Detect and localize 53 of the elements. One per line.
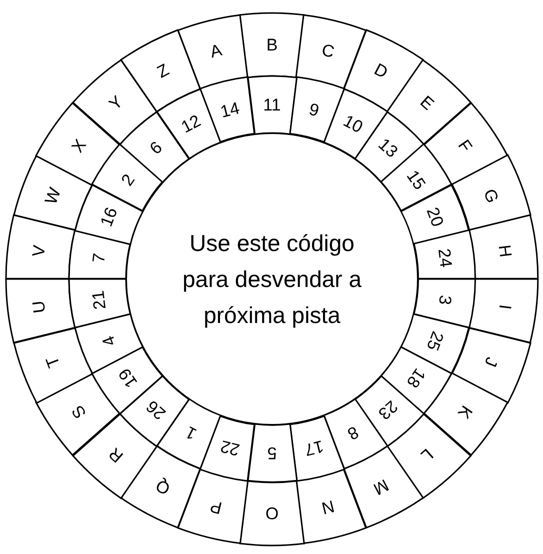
cipher-number: 8 [344, 424, 362, 444]
instruction-text: Use este código para desvendar a próxima pista [182, 229, 362, 330]
cipher-number: 7 [90, 252, 108, 264]
cipher-letter: N [320, 496, 336, 516]
cipher-number: 9 [307, 100, 320, 119]
cipher-letter: W [42, 185, 64, 206]
cipher-number: 18 [403, 366, 428, 391]
cipher-number: 12 [178, 112, 204, 136]
cipher-letter: A [208, 42, 224, 61]
cipher-letter: F [455, 136, 475, 155]
cipher-number: 11 [263, 96, 281, 113]
cipher-number: 3 [436, 294, 454, 306]
cipher-number: 1 [182, 424, 200, 444]
cipher-letter: L [418, 445, 437, 464]
cipher-number: 22 [219, 438, 242, 459]
cipher-number: 16 [98, 205, 120, 229]
cipher-number: 10 [340, 112, 366, 136]
cipher-letter: O [265, 504, 279, 522]
cipher-letter: E [418, 93, 438, 114]
cipher-letter: J [482, 355, 501, 370]
cipher-number: 15 [403, 167, 428, 192]
cipher-letter: I [496, 304, 514, 311]
cipher-number: 23 [374, 396, 400, 422]
cipher-number: 4 [99, 333, 118, 348]
cipher-letter: X [68, 136, 90, 156]
cipher-letter: Q [153, 476, 173, 498]
cipher-number: 19 [116, 366, 141, 391]
cipher-letter: S [68, 402, 90, 422]
cipher-letter: R [106, 444, 127, 465]
cipher-letter: P [208, 497, 224, 516]
cipher-number: 25 [424, 329, 446, 353]
cipher-letter: U [30, 300, 48, 314]
cipher-number: 17 [302, 438, 325, 459]
cipher-number: 21 [89, 290, 108, 310]
cipher-letter: H [496, 244, 514, 258]
cipher-letter: K [454, 402, 476, 422]
cipher-letter: D [372, 60, 390, 82]
cipher-letter: C [320, 42, 336, 62]
cipher-number: 26 [144, 396, 169, 422]
cipher-number: 13 [374, 136, 400, 161]
cipher-letter: M [370, 476, 392, 498]
cipher-letter: G [480, 186, 502, 206]
cipher-number: 20 [424, 205, 446, 229]
cipher-number: 2 [118, 171, 138, 189]
cipher-letter: B [266, 36, 278, 53]
cipher-letter: Y [106, 93, 126, 114]
cipher-letter: V [30, 244, 48, 258]
cipher-number: 24 [436, 248, 455, 268]
cipher-number: 6 [147, 138, 166, 158]
cipher-letter: Z [154, 61, 172, 82]
cipher-letter: T [42, 354, 62, 370]
cipher-number: 14 [219, 99, 242, 120]
cipher-number: 5 [267, 444, 277, 462]
